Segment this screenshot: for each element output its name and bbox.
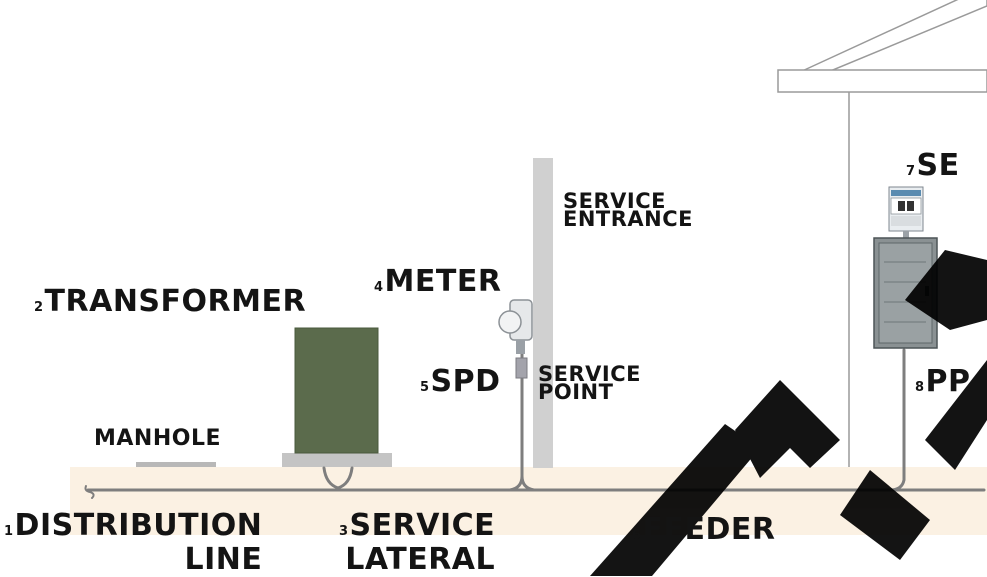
watermark-stroke-3 (840, 470, 930, 560)
utility-pole (533, 158, 553, 468)
spd-number: 5 (420, 380, 430, 395)
cable-end (84, 485, 95, 499)
watermark (590, 250, 987, 576)
spd-label: 5SPD (420, 364, 501, 399)
se-label: 7SE (906, 148, 960, 183)
meter-riser-cable (508, 348, 536, 492)
distribution-line2: LINE (184, 542, 263, 577)
manhole-cover (136, 462, 216, 467)
transformer-label: 2TRANSFORMER (34, 284, 306, 319)
transformer-number: 2 (34, 300, 44, 315)
meter-neck (516, 340, 525, 354)
pp-number: 8 (915, 380, 925, 395)
transformer-text: TRANSFORMER (44, 284, 307, 319)
service-point-line2: POINT (538, 380, 614, 404)
feeder-number: 6 (632, 528, 642, 543)
service-lateral-line2: LATERAL (345, 542, 496, 577)
spd-text: SPD (430, 364, 501, 399)
meter-dial (498, 310, 522, 334)
pp-text: PP (925, 364, 971, 399)
pp-label: 8PP (915, 364, 971, 399)
watermark-stroke-2 (735, 380, 840, 478)
meter-number: 4 (374, 280, 384, 295)
service-entrance-line1: SERVICE (563, 189, 666, 213)
service-entrance-line2: ENTRANCE (563, 207, 693, 231)
service-point-label: SERVICE POINT (538, 362, 641, 404)
panelboard (873, 237, 938, 349)
service-entrance-disconnect (888, 186, 924, 239)
service-entrance-label: SERVICE ENTRANCE (563, 189, 693, 231)
meter-text: METER (384, 264, 502, 299)
distribution-number: 1 (4, 524, 14, 539)
service-point-line1: SERVICE (538, 362, 641, 386)
service-lateral-number: 3 (339, 524, 349, 539)
house-roof (799, 0, 987, 73)
service-lateral-label: 3SERVICE LATERAL (339, 511, 496, 577)
distribution-line-label: 1DISTRIBUTION LINE (4, 511, 263, 577)
watermark-stroke-5 (925, 360, 987, 470)
lateral-branch-cable (322, 466, 354, 490)
meter-label: 4METER (374, 264, 501, 299)
ground-band (70, 467, 987, 535)
spd-device (515, 357, 528, 379)
service-lateral-line1: SERVICE (349, 508, 496, 543)
meter (498, 299, 533, 354)
feeder-text: FEEDER (642, 512, 776, 547)
watermark-stroke-1 (590, 424, 760, 576)
se-number: 7 (906, 164, 916, 179)
house-eave (777, 69, 987, 93)
distribution-line1: DISTRIBUTION (14, 508, 263, 543)
feeder-label: 6FEEDER (632, 512, 776, 547)
se-text: SE (916, 148, 960, 183)
transformer-pad (282, 453, 392, 467)
manhole-label: MANHOLE (94, 426, 221, 451)
transformer-box (294, 327, 379, 454)
watermark-stroke-4 (905, 250, 987, 330)
house (777, 0, 987, 467)
